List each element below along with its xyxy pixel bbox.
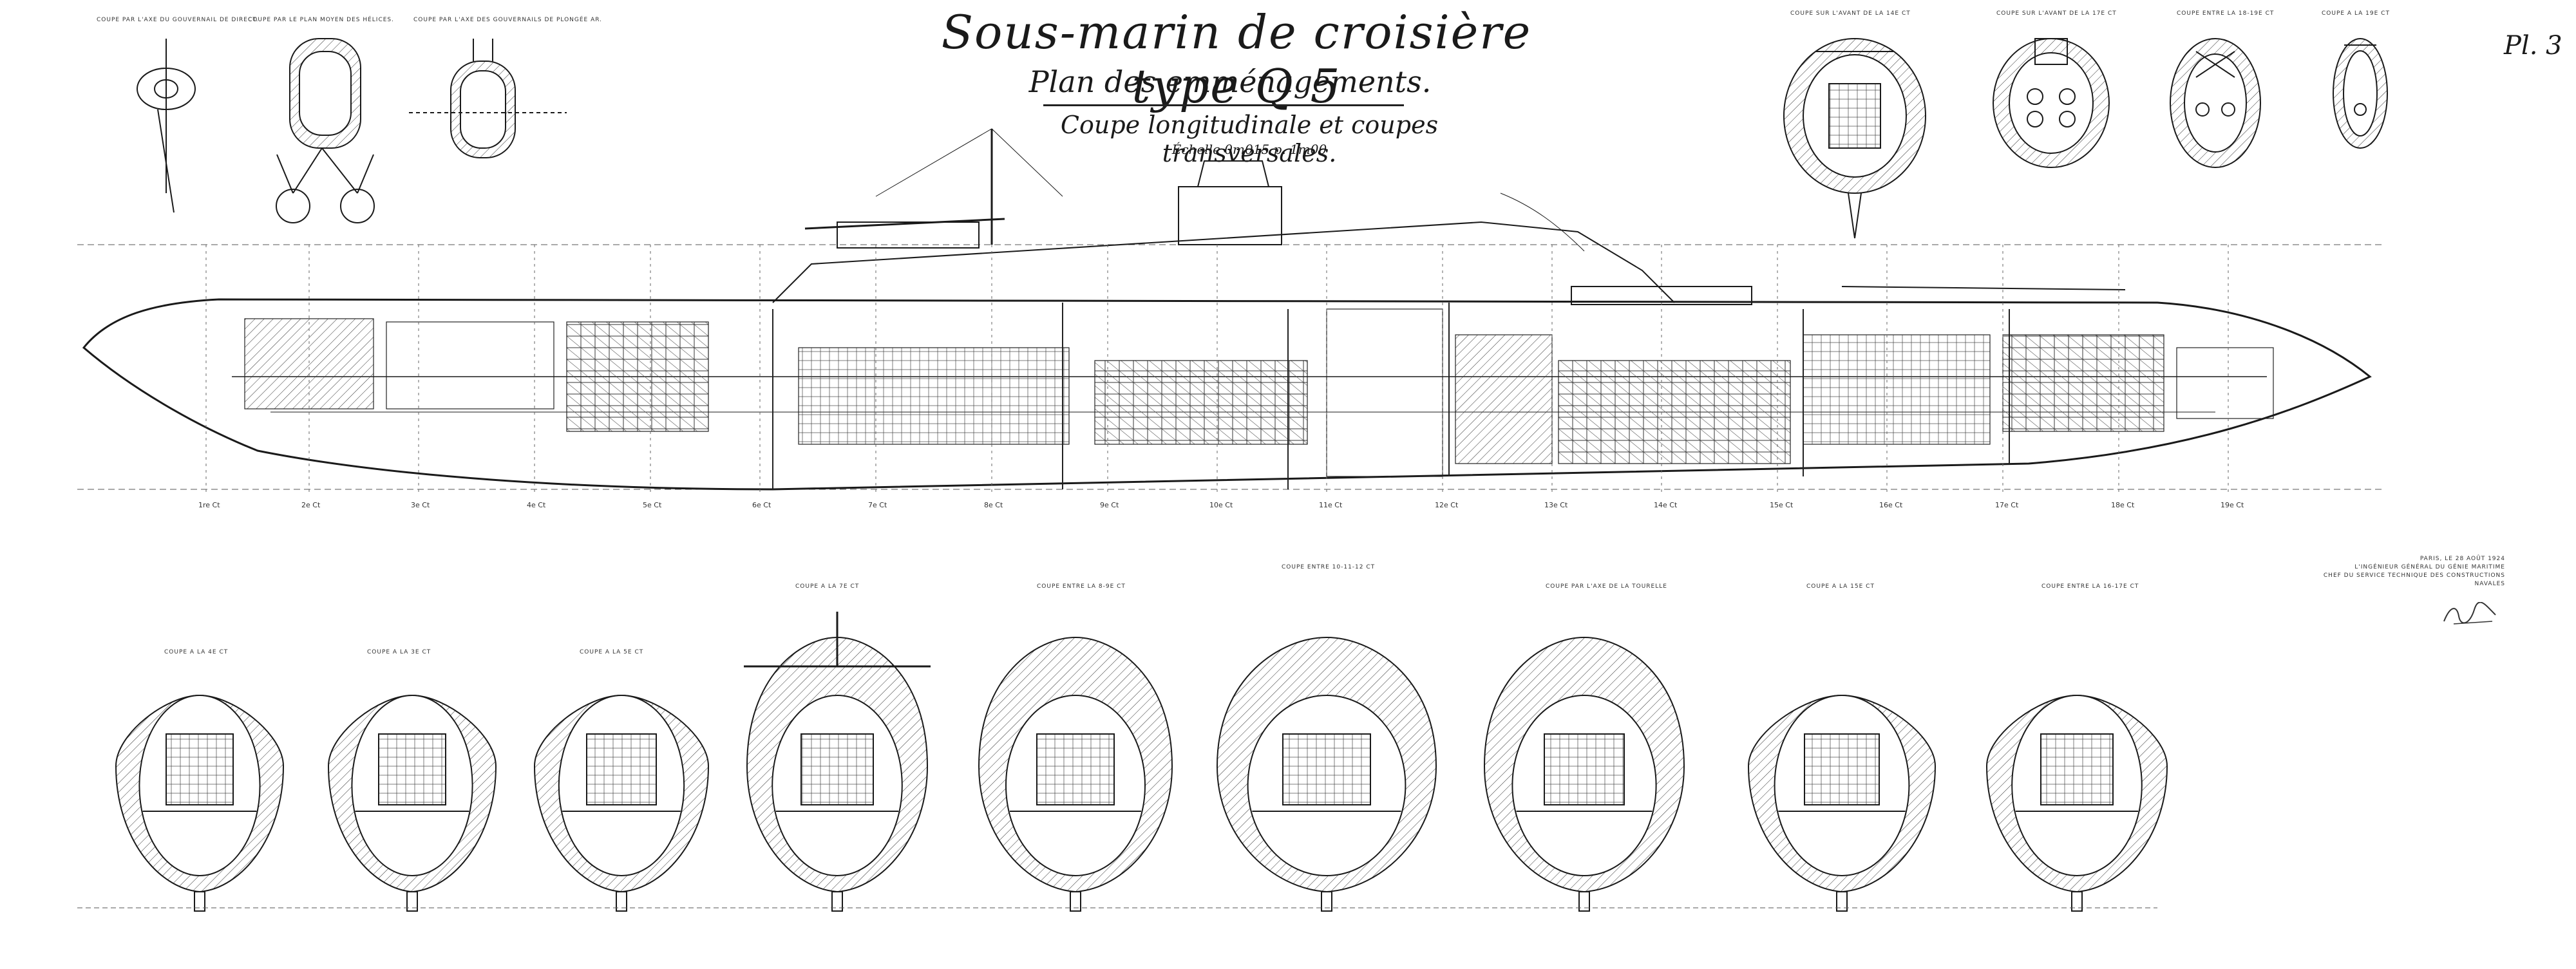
drawing-description: Coupe longitudinale et coupes transversa… [1060,111,1439,167]
plate-number: Pl. 3 [2504,31,2562,61]
caption-bottom-1: Coupe a la 4e Ct [164,649,229,655]
frame-station-label: 3e Ct [411,501,430,509]
frame-station-label: 1re Ct [198,501,220,509]
signature-block: Paris, le 28 août 1924 L'ingénieur génér… [2293,555,2505,588]
caption-18-19: Coupe entre la 18-19e Ct [2177,10,2275,17]
caption-bottom-5: Coupe entre la 8-9e Ct [1037,583,1126,590]
section-diving-planes [409,39,567,158]
caption-forward-14: Coupe sur l'avant de la 14e Ct [1790,10,1911,17]
bottom-section [1747,694,1937,912]
subtitle-rule [1043,104,1404,106]
caption-bottom-7: Coupe par l'axe de la tourelle [1546,583,1667,590]
frame-station-label: 6e Ct [752,501,772,509]
caption-bottom-3: Coupe a la 5e Ct [580,649,644,655]
bottom-section [533,694,710,912]
section-forward-14 [1783,38,1926,239]
section-forward-17 [1993,38,2110,168]
frame-station-label: 11e Ct [1319,501,1343,509]
section-18-19 [2170,38,2261,168]
drawing-subtitle: Plan des emménagements. [1028,64,1432,99]
frame-station-label: 10e Ct [1209,501,1233,509]
frame-station-label: 12e Ct [1435,501,1459,509]
caption-bottom-8: Coupe a la 15e Ct [1806,583,1875,590]
caption-bottom-2: Coupe a la 3e Ct [367,649,431,655]
signature-line1: L'ingénieur général du génie maritime [2354,564,2505,570]
superstructure [772,128,2126,305]
frame-station-label: 14e Ct [1654,501,1678,509]
signature-date: Paris, le 28 août 1924 [2420,556,2505,562]
frame-station-label: 15e Ct [1770,501,1794,509]
frame-station-label: 16e Ct [1879,501,1903,509]
bottom-section [1216,636,1437,912]
handwritten-signature [2443,602,2496,625]
caption-bottom-9: Coupe entre la 16-17e Ct [2041,583,2139,590]
caption-diving-planes: Coupe par l'axe des gouvernails de plong… [413,17,603,23]
frame-station-label: 9e Ct [1100,501,1119,509]
frame-station-label: 4e Ct [527,501,546,509]
bottom-section [1985,694,2168,912]
bottom-section [115,694,285,912]
frame-station-label: 19e Ct [2221,501,2244,509]
frame-station-label: 2e Ct [301,501,321,509]
signature-line2: Chef du service technique des constructi… [2323,572,2505,587]
frame-station-label: 13e Ct [1544,501,1568,509]
bottom-section [1483,636,1685,912]
frame-station-label: 8e Ct [984,501,1003,509]
section-rudder-axis [137,39,196,213]
bottom-section [978,636,1173,912]
drawing-title: Sous-marin de croisière type Q 5 [941,5,1532,113]
frame-station-label: 5e Ct [643,501,662,509]
section-propeller-plane [276,38,375,223]
caption-bottom-6: Coupe entre 10-11-12 Ct [1282,564,1376,570]
caption-rudder-axis: Coupe par l'axe du gouvernail de direct. [97,17,259,23]
frame-station-label: 17e Ct [1995,501,2019,509]
interior-compartments [244,303,2274,489]
caption-19: Coupe a la 19e Ct [2322,10,2390,17]
frame-station-label: 18e Ct [2111,501,2135,509]
reference-lines [77,244,2383,490]
caption-propeller-plane: Coupe par le plan moyen des hélices. [248,17,395,23]
frame-station-labels: 1re Ct 2e Ct 3e Ct 4e Ct 5e Ct 6e Ct 7e Ct 8e C… [198,501,2244,509]
section-19 [2333,38,2388,149]
caption-bottom-4: Coupe a la 7e Ct [795,583,860,590]
drawing-scale: Échelle 0m015 p. 1m00 [1171,142,1327,157]
bottom-section [327,694,497,912]
bottom-transverse-sections [115,612,2168,912]
caption-forward-17: Coupe sur l'avant de la 17e Ct [1996,10,2117,17]
frame-station-label: 7e Ct [868,501,887,509]
bottom-section [744,612,931,912]
